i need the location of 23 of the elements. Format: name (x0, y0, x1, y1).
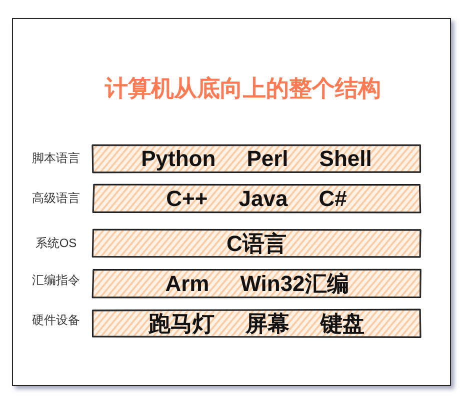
layer-item: Shell (319, 146, 372, 170)
layer-name: 汇编指令 (32, 273, 80, 287)
layer-item: Java (238, 186, 288, 210)
layer-name: 系统OS (35, 236, 77, 250)
layer-item: 屏幕 (246, 312, 290, 336)
layer-item: C语言 (226, 232, 286, 256)
layer-name: 硬件设备 (32, 313, 80, 327)
layer-name: 脚本语言 (32, 151, 80, 165)
layer-name: 高级语言 (32, 191, 80, 205)
layer-box (91, 143, 422, 174)
layer-item: Arm (165, 272, 210, 296)
layer-item: C++ (166, 186, 208, 210)
layer-box (91, 268, 423, 299)
diagram-title: 计算机从底向上的整个结构 (105, 75, 381, 101)
layer-item: C# (318, 186, 347, 210)
layer-item: 键盘 (320, 312, 364, 336)
layer-item: Python (141, 146, 216, 170)
layer-item: Perl (246, 146, 288, 170)
layer-box (91, 183, 422, 214)
layer-box (91, 308, 422, 339)
layer-item: 跑马灯 (148, 312, 214, 336)
layer-box (91, 228, 422, 259)
layer-item: Win32汇编 (240, 272, 349, 296)
